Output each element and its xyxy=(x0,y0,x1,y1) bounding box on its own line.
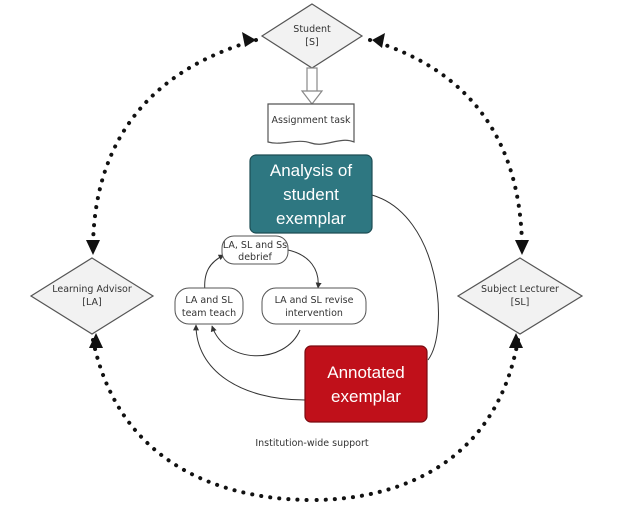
team-teach-label-line2: team teach xyxy=(182,308,236,319)
student-node: Student [S] xyxy=(260,3,364,69)
annotated-label-line1: Annotated xyxy=(327,363,405,382)
annotated-node: Annotated exemplar xyxy=(304,345,428,423)
arrowhead-above-lecturer xyxy=(515,240,529,255)
analysis-node: Analysis of student exemplar xyxy=(249,154,373,234)
debrief-label-line1: LA, SL and Ss xyxy=(223,240,287,251)
arrowhead-near-student-left xyxy=(242,32,256,47)
arrow-revise-to-team-teach xyxy=(210,325,301,357)
team-teach-node: LA and SL team teach xyxy=(174,287,244,325)
dotted-arc-lecturer-bottom xyxy=(310,338,520,502)
debrief-label-line2: debrief xyxy=(238,252,272,263)
revise-label-line1: LA and SL revise xyxy=(275,295,354,306)
learning-advisor-diamond xyxy=(29,257,155,335)
team-teach-box xyxy=(174,287,244,325)
outer-dotted-ring xyxy=(91,38,524,502)
arrowhead-above-advisor xyxy=(86,240,100,255)
revise-label-line2: intervention xyxy=(285,308,343,319)
dotted-arc-student-to-advisor xyxy=(91,38,258,247)
inner-cycle-arrows xyxy=(204,249,322,357)
arrow-team-teach-to-debrief xyxy=(204,254,225,293)
debrief-node: LA, SL and Ss debrief xyxy=(221,235,289,265)
annotated-box xyxy=(304,345,428,423)
team-teach-label-line1: LA and SL xyxy=(185,295,233,306)
institution-support-caption: Institution-wide support xyxy=(255,438,369,449)
subject-lecturer-abbr: [SL] xyxy=(511,297,530,308)
assignment-task-node: Assignment task xyxy=(267,103,355,145)
dotted-arc-student-to-lecturer xyxy=(368,38,524,247)
learning-advisor-node: Learning Advisor [LA] xyxy=(29,257,155,335)
learning-advisor-label: Learning Advisor xyxy=(52,284,132,295)
curve-annotated-to-team-teach xyxy=(193,324,306,401)
arrow-debrief-to-revise xyxy=(287,249,322,289)
dotted-arc-advisor-bottom xyxy=(91,338,314,502)
student-diamond xyxy=(260,3,364,69)
annotated-label-line2: exemplar xyxy=(331,387,401,406)
student-label: Student xyxy=(293,24,331,35)
revise-box xyxy=(261,287,367,325)
assignment-task-shape xyxy=(267,103,355,145)
assignment-task-label: Assignment task xyxy=(272,115,351,126)
arrowhead-near-student-right xyxy=(372,33,385,48)
student-to-assignment-arrow xyxy=(300,67,324,105)
arrowhead-below-advisor xyxy=(89,333,103,348)
subject-lecturer-diamond xyxy=(456,257,584,335)
revise-node: LA and SL revise intervention xyxy=(261,287,367,325)
subject-lecturer-label: Subject Lecturer xyxy=(481,284,559,295)
subject-lecturer-node: Subject Lecturer [SL] xyxy=(456,257,584,335)
debrief-box xyxy=(221,235,289,265)
analysis-label-line2: student xyxy=(283,185,339,204)
arrowhead-below-lecturer xyxy=(509,333,523,348)
analysis-label-line3: exemplar xyxy=(276,209,346,228)
analysis-box xyxy=(249,154,373,234)
curve-analysis-to-annotated xyxy=(371,194,439,361)
analysis-label-line1: Analysis of xyxy=(270,161,352,180)
learning-advisor-abbr: [LA] xyxy=(82,297,101,308)
student-abbr: [S] xyxy=(305,37,318,48)
outer-arrowheads xyxy=(86,32,529,348)
